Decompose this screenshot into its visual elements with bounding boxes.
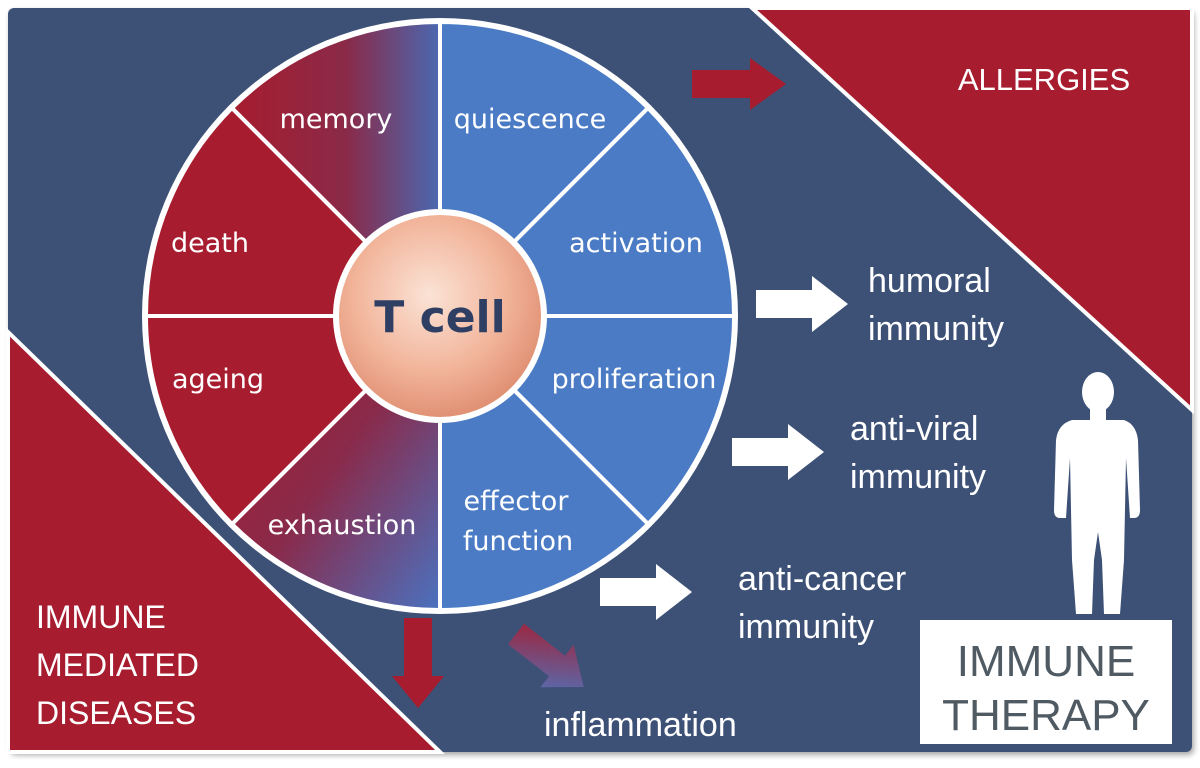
allergies-label: ALLERGIES [958,62,1130,97]
arrow-right-icon [692,58,786,110]
antiviral-label-2: immunity [850,458,986,496]
arrow-right-icon [732,424,824,480]
t-cell-wheel: T cell memory quiescence activation prol… [142,18,738,614]
label-activation: activation [569,228,703,259]
label-exhaustion: exhaustion [268,510,417,541]
label-ageing: ageing [172,364,264,395]
therapy-box [920,620,1172,744]
therapy-label-1: IMMUNE [957,637,1135,686]
antiviral-label-1: anti-viral [850,410,978,448]
anticancer-label-2: immunity [738,608,874,646]
label-function: function [463,526,573,557]
arrow-to-allergies [692,58,786,110]
immune-mediated-label-3: DISEASES [36,695,196,731]
immune-mediated-region [6,327,445,754]
anticancer-label-1: anti-cancer [738,560,906,598]
label-memory: memory [280,104,393,135]
allergies-region [746,6,1194,415]
arrow-right-icon [756,276,848,332]
inflammation-label: inflammation [544,706,737,744]
humoral-label-2: immunity [868,310,1004,348]
arrow-right-icon [600,564,692,620]
center-label: T cell [374,292,505,343]
arrow-down-icon [392,618,444,708]
immune-mediated-label-1: IMMUNE [36,599,166,635]
human-silhouette-icon [1054,372,1140,614]
immune-mediated-label-2: MEDIATED [36,647,199,683]
humoral-label-1: humoral [868,262,991,300]
label-proliferation: proliferation [552,364,717,395]
arrow-diagonal-icon [507,623,584,688]
label-death: death [171,228,249,259]
t-cell-center [333,209,547,423]
label-effector: effector [464,486,570,517]
label-quiescence: quiescence [454,104,606,135]
therapy-label-2: THERAPY [942,691,1150,740]
